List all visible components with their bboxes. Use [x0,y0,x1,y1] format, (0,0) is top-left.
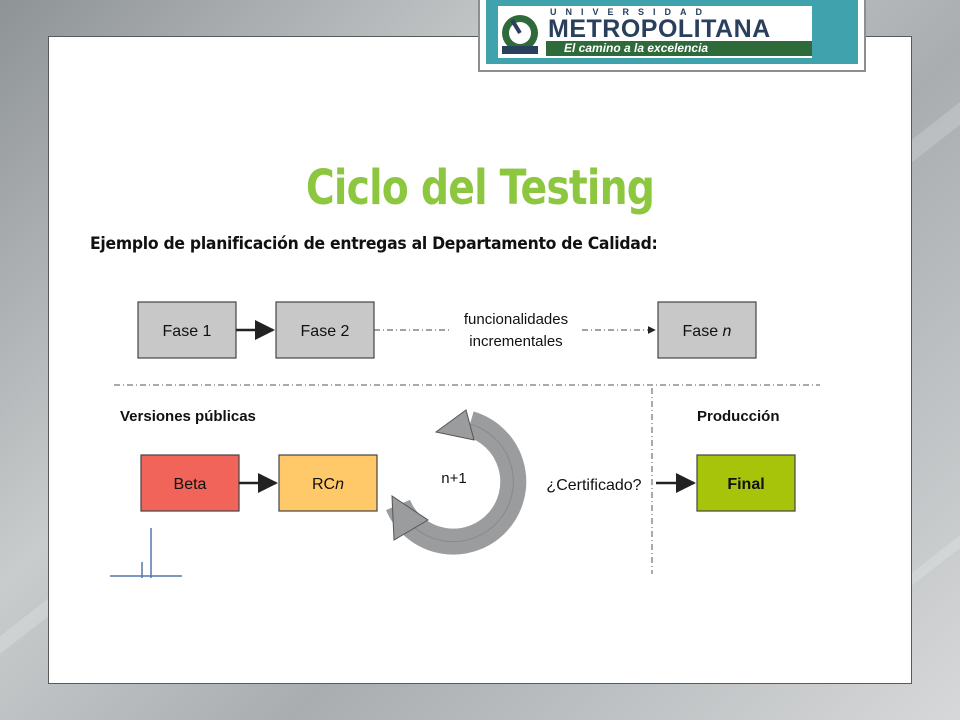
beta-box [140,454,240,512]
production-label: Producción [697,408,780,425]
logo-emblem-icon [498,6,542,58]
phase-n-label: Fase n [683,323,732,340]
functionalities-line1: funcionalidades [464,311,568,328]
public-versions-label: Versiones públicas [120,408,256,425]
phase-2-label: Fase 2 [301,323,350,340]
rc-label: RCn [312,476,344,493]
iteration-loop-icon [386,409,527,555]
slide-subtitle: Ejemplo de planificación de entregas al … [90,234,658,254]
loop-label: n+1 [441,470,466,487]
logo-background: UNIVERSIDAD METROPOLITANA El camino a la… [486,0,858,64]
logo-tagline: El camino a la excelencia [564,41,709,55]
functionalities-line2: incrementales [469,333,562,350]
university-logo: UNIVERSIDAD METROPOLITANA El camino a la… [478,0,866,72]
logo-university-word: UNIVERSIDAD [550,7,712,17]
final-box [696,454,796,512]
beta-label: Beta [174,476,207,493]
certified-question: ¿Certificado? [546,477,641,494]
final-label: Final [727,476,764,493]
rc-box [278,454,378,512]
phase-2-box [275,301,375,359]
phase-1-box [137,301,237,359]
slide-canvas [48,36,912,684]
phase-1-label: Fase 1 [163,323,212,340]
logo-university-name: METROPOLITANA [548,15,771,43]
stray-mark [110,528,182,578]
slide-title: Ciclo del Testing [305,160,655,216]
phase-n-box [657,301,757,359]
